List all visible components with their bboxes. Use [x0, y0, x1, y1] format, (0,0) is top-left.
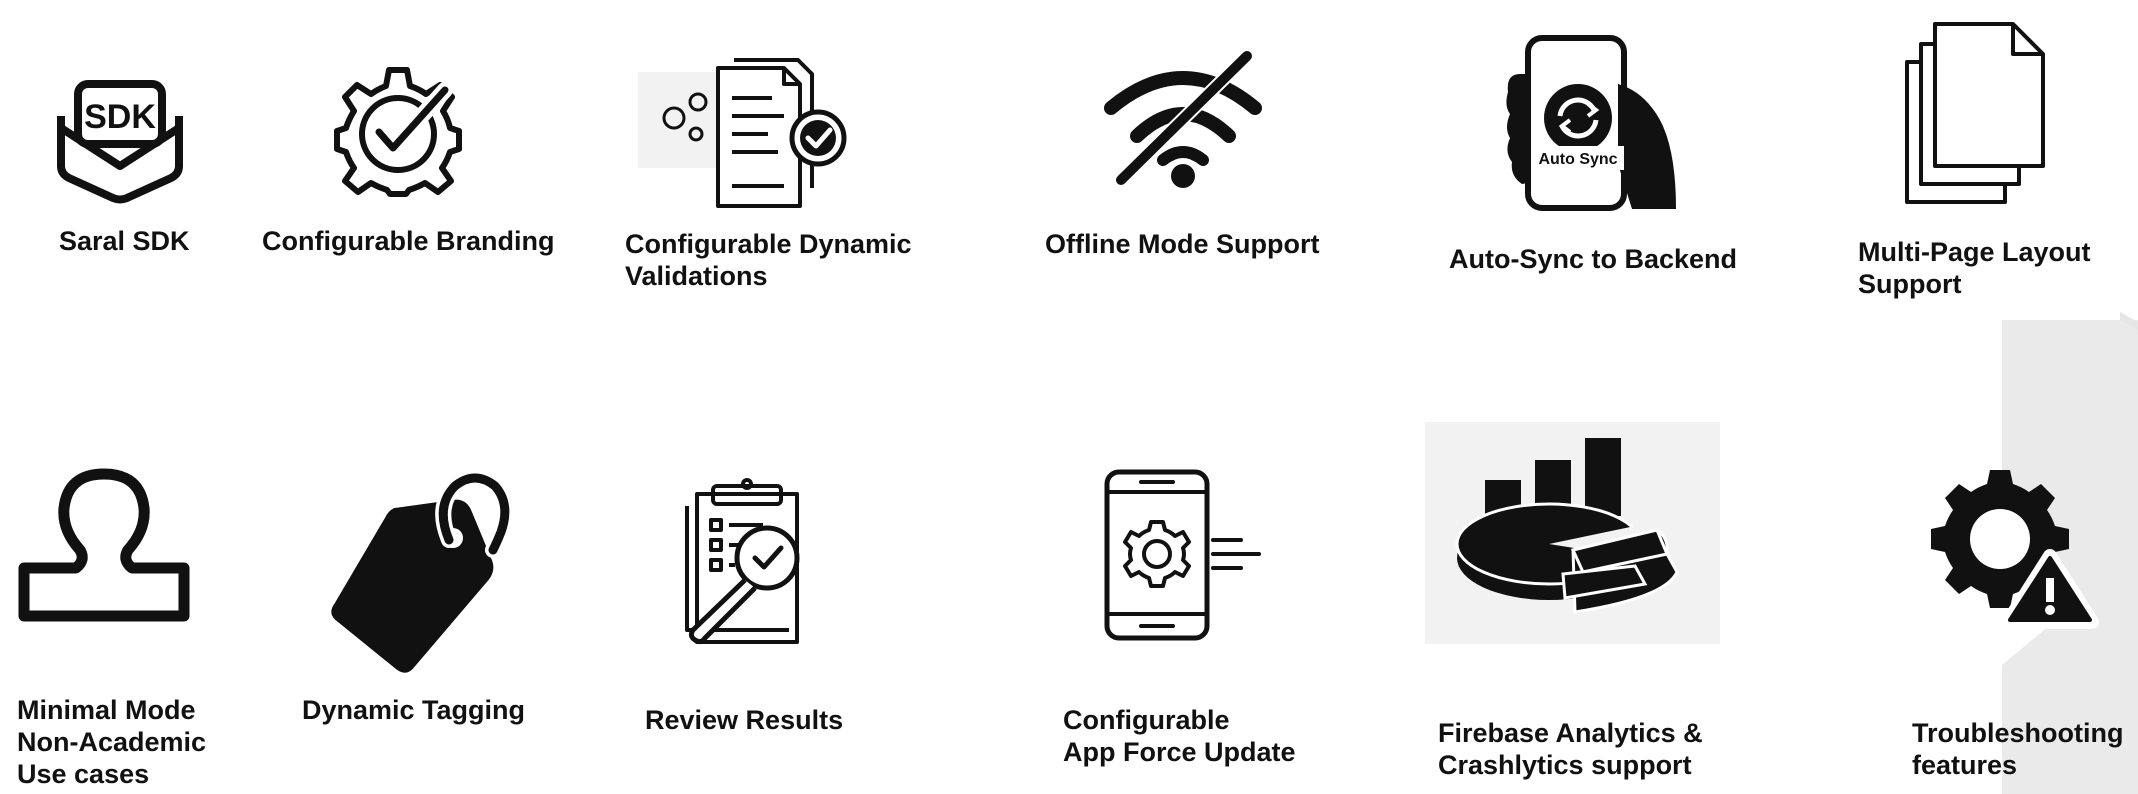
label-line: App Force Update [1063, 737, 1296, 767]
feature-label-auto-sync-to-backend: Auto-Sync to Backend [1449, 243, 1737, 275]
label-line: Configurable Branding [262, 226, 555, 256]
label-line: Troubleshooting [1912, 718, 2124, 748]
feature-label-saral-sdk: Saral SDK [59, 225, 190, 257]
phone-gear-icon [1103, 468, 1263, 643]
feature-label-firebase-analytics: Firebase Analytics & Crashlytics support [1438, 717, 1703, 781]
stacked-pages-icon [1905, 22, 2045, 207]
feature-label-app-force-update: Configurable App Force Update [1063, 704, 1296, 768]
stamp-icon [14, 468, 194, 628]
feature-label-configurable-dynamic-validations: Configurable Dynamic Validations [625, 228, 912, 292]
sdk-icon-text: SDK [84, 98, 156, 136]
label-line: Auto-Sync to Backend [1449, 244, 1738, 274]
label-line: Firebase Analytics & [1438, 718, 1703, 748]
label-line: Validations [625, 261, 768, 291]
label-line: Crashlytics support [1438, 750, 1692, 780]
feature-label-multi-page-layout-support: Multi-Page Layout Support [1858, 236, 2091, 300]
phone-auto-sync-icon: Auto Sync [1500, 34, 1680, 211]
label-line: Support [1858, 269, 1962, 299]
sdk-envelope-icon: SDK [55, 78, 185, 204]
label-line: Review Results [645, 705, 844, 735]
feature-label-offline-mode-support: Offline Mode Support [1045, 228, 1319, 260]
analytics-chart-icon [1425, 422, 1720, 644]
label-line: Multi-Page Layout [1858, 237, 2091, 267]
feature-label-minimal-mode: Minimal Mode Non-Academic Use cases [17, 694, 206, 790]
clipboard-magnifier-icon [683, 478, 808, 645]
gear-warning-icon [1930, 466, 2100, 629]
gear-check-icon [333, 66, 463, 197]
tag-icon [325, 470, 515, 673]
label-line: Offline Mode Support [1045, 229, 1320, 259]
feature-label-dynamic-tagging: Dynamic Tagging [302, 694, 525, 726]
feature-label-review-results: Review Results [645, 704, 843, 736]
label-line: Configurable [1063, 705, 1230, 735]
label-line: features [1912, 750, 2018, 780]
label-line: Minimal Mode [17, 695, 196, 725]
label-line: Configurable Dynamic [625, 229, 912, 259]
label-line: Non-Academic [17, 727, 207, 757]
wifi-off-icon [1103, 49, 1263, 192]
label-line: Use cases [17, 759, 150, 789]
label-line: Saral SDK [59, 226, 190, 256]
feature-label-troubleshooting-features: Troubleshooting features [1912, 717, 2123, 781]
auto-sync-icon-text: Auto Sync [1538, 151, 1617, 168]
label-line: Dynamic Tagging [302, 695, 526, 725]
feature-label-configurable-branding: Configurable Branding [262, 225, 555, 257]
documents-check-gears-icon [638, 58, 848, 208]
